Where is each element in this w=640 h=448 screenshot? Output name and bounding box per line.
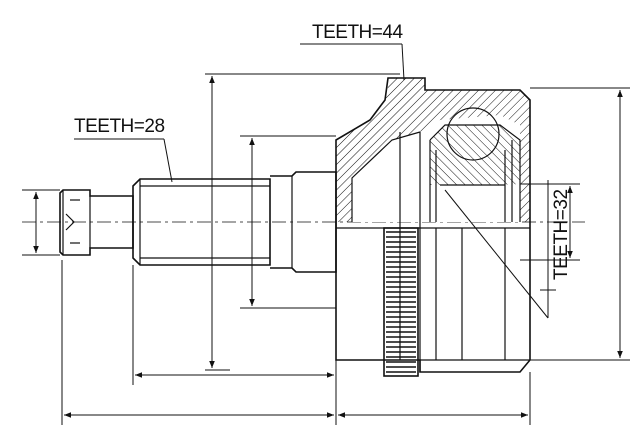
ball-cage: [429, 107, 521, 222]
label-teeth-32: TEETH=32: [551, 189, 572, 280]
callout-teeth-28: TEETH=28: [74, 116, 173, 183]
callout-teeth-32: TEETH=32: [444, 180, 572, 319]
callout-teeth-44: TEETH=44: [300, 22, 405, 81]
shaft-stub: [59, 189, 134, 256]
label-teeth-28: TEETH=28: [74, 116, 165, 137]
abs-tone-ring: [383, 227, 419, 377]
bell-housing: [335, 77, 531, 373]
ball-bearing: [446, 107, 500, 161]
label-teeth-44: TEETH=44: [312, 22, 403, 43]
inner-race: [420, 228, 530, 361]
threaded-shaft: [132, 178, 271, 266]
dimension-lines: [22, 73, 630, 425]
